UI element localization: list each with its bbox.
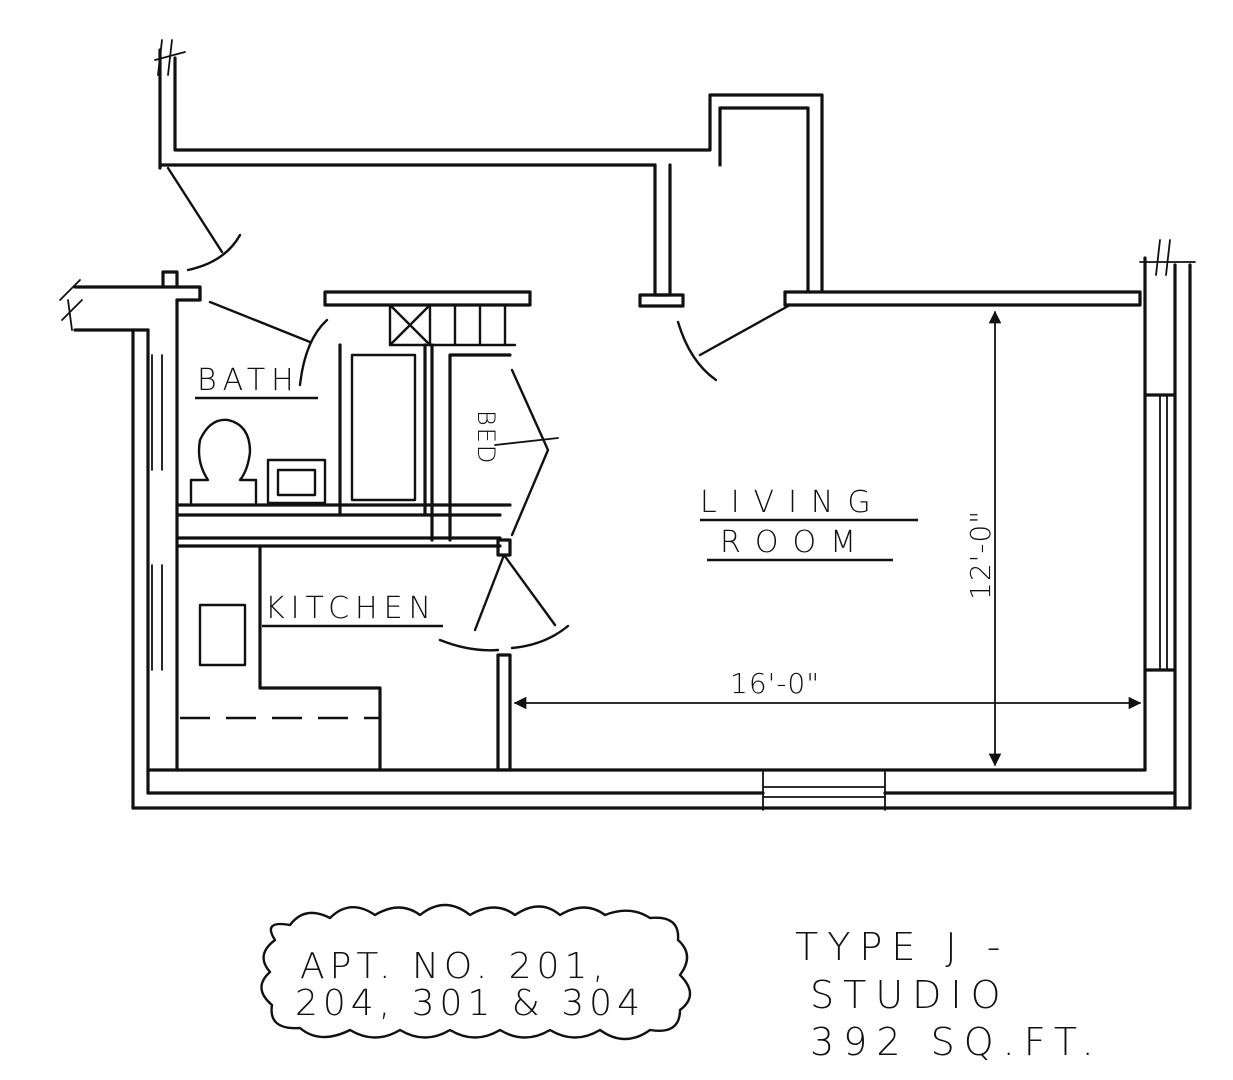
unit-type-line2: STUDIO [810, 973, 1010, 1017]
living-door [676, 303, 792, 382]
kitchen-door [438, 553, 570, 652]
kitchen-fixtures [180, 603, 380, 720]
width-dimension-label: 16'-0" [730, 667, 820, 700]
living-room-label-line1: LIVING [700, 485, 885, 520]
unit-area-line: 392 SQ.FT. [810, 1020, 1103, 1064]
bed-label: BED [472, 410, 500, 465]
depth-dimension-label: 12'-0" [964, 510, 997, 600]
bed-door [494, 368, 559, 537]
kitchen-label: KITCHEN [265, 591, 437, 626]
unit-type-line1: TYPE J - [795, 925, 1009, 969]
bath-fixtures [189, 300, 329, 505]
apartment-note-cloud [260, 903, 692, 1041]
corridor-walls [154, 39, 824, 308]
living-room-label-line2: ROOM [720, 525, 870, 560]
apartment-number-line2: 204, 301 & 304 [295, 983, 645, 1024]
exterior-walls [59, 239, 1196, 811]
entry-door [166, 166, 242, 272]
interior-walls [175, 285, 532, 772]
bath-label: BATH [197, 363, 300, 398]
apartment-number-line1: APT. NO. 201, [300, 946, 609, 987]
